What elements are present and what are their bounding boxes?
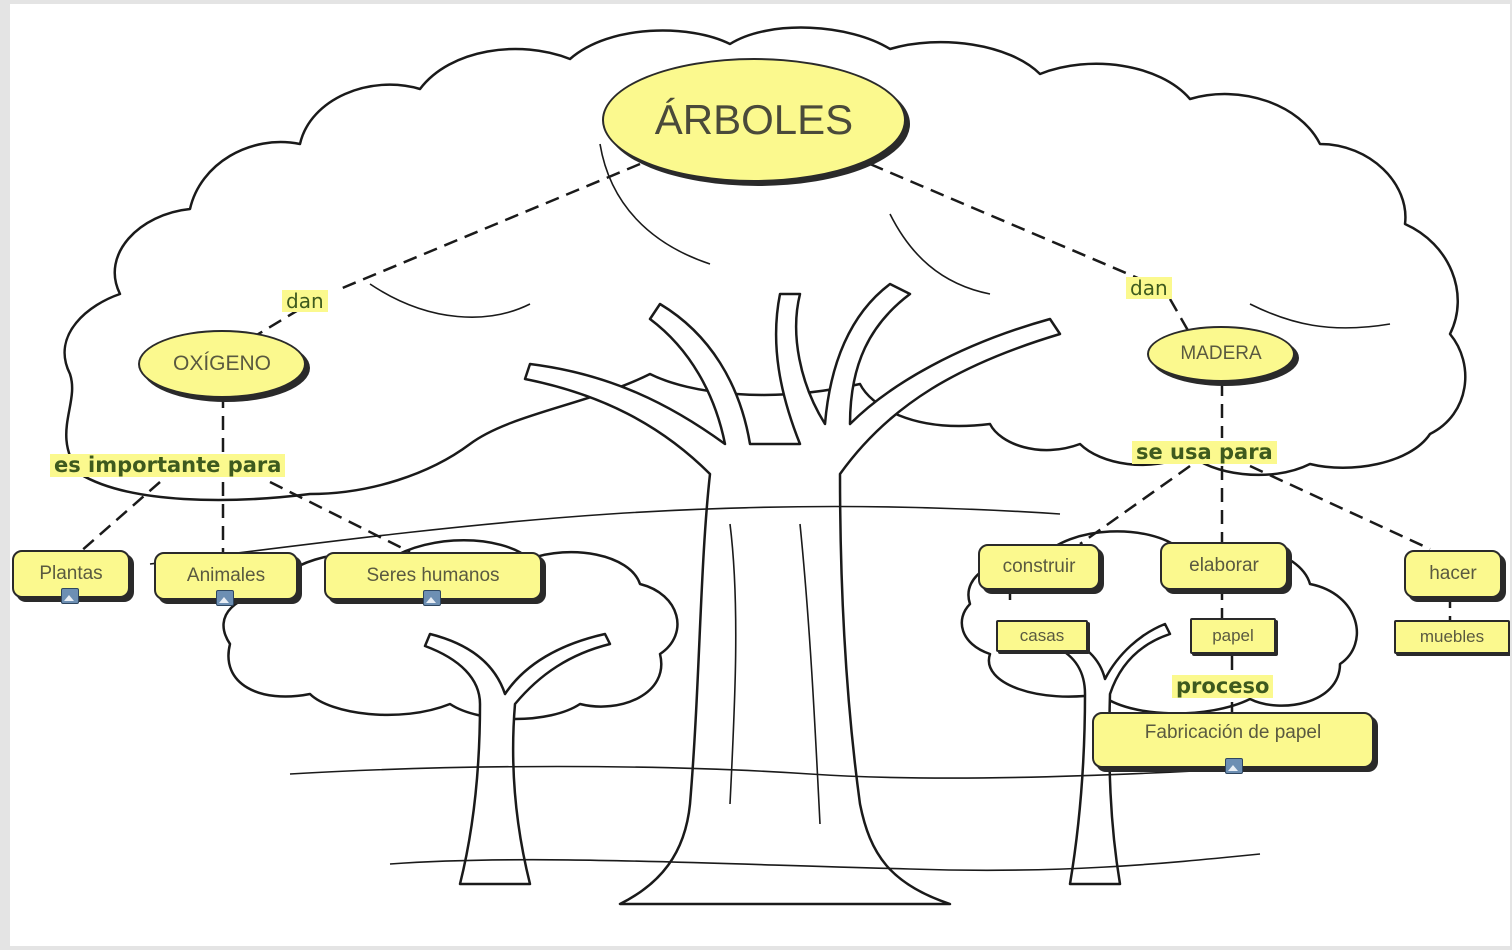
concept-construir[interactable]: construir <box>978 544 1100 590</box>
branch-stroke <box>729 523 737 805</box>
branch-stroke <box>799 523 821 825</box>
branch-stroke <box>599 143 711 265</box>
concept-hacer[interactable]: hacer <box>1404 550 1502 598</box>
connector <box>1249 464 1431 551</box>
left-trunk <box>423 632 612 886</box>
connector <box>1079 464 1191 546</box>
concept-arboles[interactable]: ÁRBOLES <box>602 58 906 182</box>
connector <box>339 162 641 291</box>
link-dan-right: dan <box>1126 277 1172 299</box>
branch-stroke <box>1249 303 1391 329</box>
ground-line <box>389 853 1261 872</box>
concept-madera[interactable]: MADERA <box>1147 326 1295 382</box>
concept-map-canvas: ÁRBOLES OXÍGENO MADERA Plantas Animales … <box>10 4 1510 946</box>
image-resource-icon[interactable] <box>61 588 79 604</box>
link-proceso: proceso <box>1172 674 1274 699</box>
image-resource-icon[interactable] <box>423 590 441 606</box>
concept-casas[interactable]: casas <box>996 620 1088 652</box>
connector <box>269 480 411 554</box>
concept-muebles[interactable]: muebles <box>1394 620 1510 654</box>
link-se-usa-para: se usa para <box>1132 440 1277 465</box>
link-dan-left: dan <box>282 290 328 312</box>
concept-elaborar[interactable]: elaborar <box>1160 542 1288 590</box>
link-es-importante-para: es importante para <box>50 453 286 478</box>
image-resource-icon[interactable] <box>216 590 234 606</box>
ground-line <box>289 763 1311 779</box>
branch-stroke <box>889 213 991 295</box>
main-trunk <box>523 282 1062 906</box>
ground-line <box>149 505 1061 565</box>
concept-oxigeno[interactable]: OXÍGENO <box>138 330 306 398</box>
connector <box>869 162 1141 281</box>
branch-stroke <box>369 283 531 318</box>
concept-papel[interactable]: papel <box>1190 618 1276 654</box>
concept-animales[interactable]: Animales <box>154 552 298 600</box>
connector <box>79 481 161 553</box>
image-resource-icon[interactable] <box>1225 758 1243 774</box>
